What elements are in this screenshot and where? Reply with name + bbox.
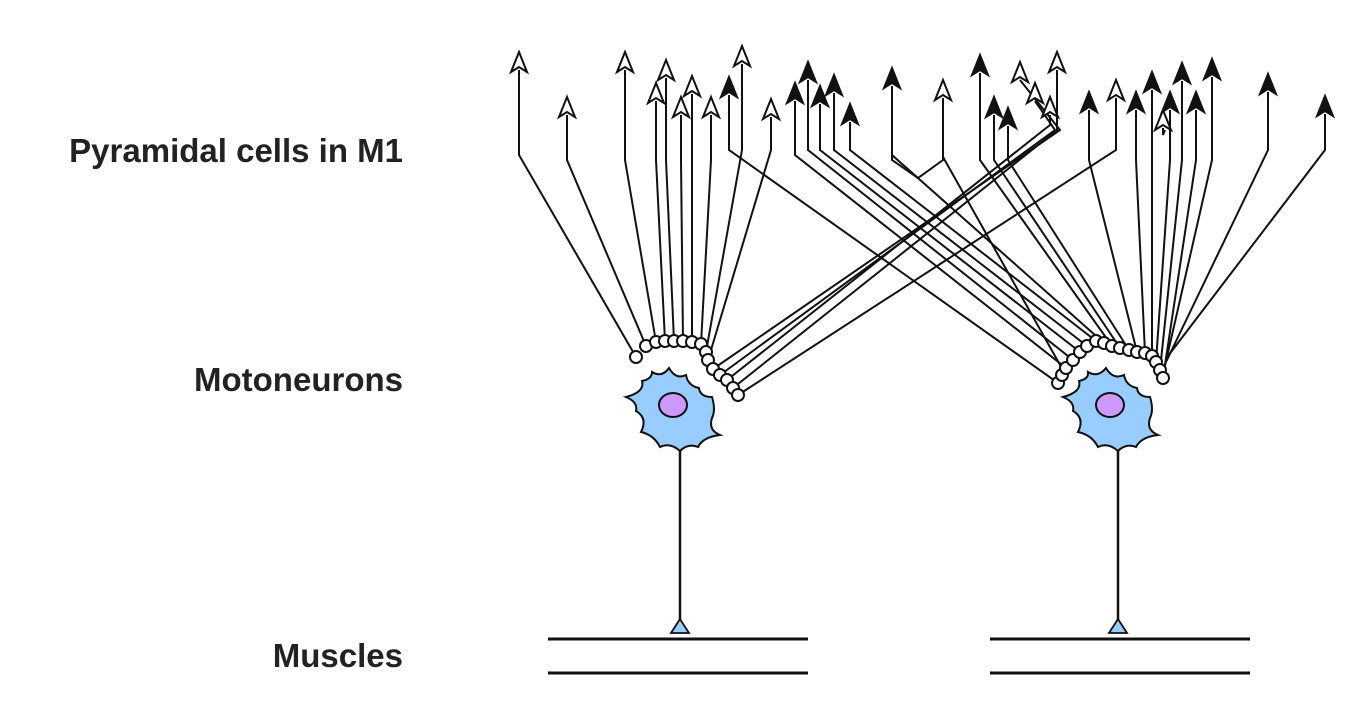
filled-arrowhead-icon — [1201, 56, 1223, 82]
filled-axon-10 — [1088, 110, 1138, 353]
open-arrowhead-icon — [681, 73, 703, 99]
synaptic-terminal-left — [731, 388, 745, 402]
filled-arrowhead-icon — [881, 65, 903, 91]
open-axon-14 — [732, 70, 1058, 389]
open-arrowhead-icon — [1024, 80, 1046, 106]
open-axon-3 — [655, 101, 666, 342]
filled-arrowhead-icon — [1125, 89, 1147, 115]
open-axon-1 — [566, 115, 647, 347]
filled-arrowhead-icon — [1171, 60, 1193, 86]
filled-axon-3 — [819, 104, 1081, 353]
open-arrowhead-icon — [1105, 77, 1127, 103]
filled-arrowhead-icon — [1159, 89, 1181, 115]
filled-arrowhead-icon — [1078, 89, 1100, 115]
filled-arrowhead-icon — [784, 80, 806, 106]
open-axon-0 — [518, 70, 637, 358]
filled-arrowhead-icon — [1141, 69, 1163, 95]
open-axon-2 — [624, 70, 657, 343]
motoneuron-right — [1059, 366, 1162, 634]
open-arrowhead-icon — [700, 94, 722, 120]
pyramidal-cells-label: Pyramidal cells in M1 — [69, 132, 403, 169]
pyramidal-axons — [508, 43, 1336, 396]
filled-axon-11 — [1135, 110, 1146, 354]
muscles-label: Muscles — [273, 637, 403, 674]
filled-arrowhead-icon — [983, 94, 1005, 120]
open-arrowhead-icon — [1009, 59, 1031, 85]
motoneuron-nucleus-left — [658, 392, 688, 418]
open-arrowhead-icon — [645, 80, 667, 106]
open-axon-16 — [1162, 128, 1166, 136]
filled-axon-5 — [849, 122, 1097, 342]
filled-axon-8 — [993, 115, 1121, 349]
open-axon-5 — [680, 115, 684, 342]
filled-arrowhead-icon — [839, 101, 861, 127]
open-arrowhead-icon — [508, 49, 530, 75]
filled-axon-0 — [728, 95, 1059, 384]
open-axon-7 — [700, 115, 712, 345]
filled-axon-15 — [1162, 110, 1197, 379]
motoneuron-nucleus-right — [1095, 392, 1125, 418]
open-arrowhead-icon — [932, 77, 954, 103]
filled-axon-13 — [1155, 110, 1171, 363]
filled-axon-14 — [1159, 81, 1183, 371]
open-axon-4 — [665, 78, 675, 342]
neuromuscular-junction-right — [1107, 617, 1129, 634]
open-axon-15 — [737, 98, 1117, 396]
synaptic-terminals — [629, 334, 1170, 402]
open-arrowhead-icon — [1046, 49, 1068, 75]
open-arrowhead-icon — [556, 94, 578, 120]
open-arrowhead-icon — [731, 43, 753, 69]
neuromuscular-junction-left — [669, 617, 691, 634]
filled-axon-1 — [794, 101, 1067, 369]
filled-arrowhead-icon — [718, 74, 740, 100]
filled-axon-16 — [1163, 77, 1213, 371]
filled-axon-17 — [1165, 92, 1269, 363]
filled-arrowhead-icon — [1185, 89, 1207, 115]
filled-arrowhead-icon — [1314, 93, 1336, 119]
filled-arrowhead-icon — [1257, 71, 1279, 97]
open-arrowhead-icon — [1152, 107, 1174, 133]
filled-axon-2 — [807, 80, 1074, 361]
open-arrowhead-icon — [670, 94, 692, 120]
open-arrowhead-icon — [760, 96, 782, 122]
filled-axon-18 — [1167, 114, 1326, 357]
filled-arrowhead-icon — [969, 52, 991, 78]
motoneurons-label: Motoneurons — [194, 361, 403, 398]
bilateral-branch-axon — [891, 86, 944, 180]
filled-axon-6 — [891, 86, 1105, 344]
filled-axon-7 — [979, 73, 1113, 347]
muscle-left — [548, 637, 808, 675]
filled-arrowhead-icon — [809, 83, 831, 109]
filled-arrowhead-icon — [797, 59, 819, 85]
open-arrowhead-icon — [614, 49, 636, 75]
open-axon-8 — [705, 64, 743, 353]
filled-arrowhead-icon — [997, 105, 1019, 131]
open-axon-13 — [726, 115, 1051, 381]
muscle-right — [990, 637, 1250, 675]
synaptic-terminal-right — [1156, 371, 1170, 385]
filled-arrowhead-icon — [823, 72, 845, 98]
open-axon-9 — [707, 117, 772, 361]
open-axon-12 — [719, 100, 1057, 376]
filled-axon-9 — [1007, 126, 1130, 351]
synaptic-terminal-left — [629, 350, 643, 364]
open-arrowhead-icon — [655, 57, 677, 83]
filled-axon-4 — [833, 93, 1088, 347]
open-arrowhead-icon — [1039, 94, 1061, 120]
motoneuron-left — [622, 366, 724, 634]
